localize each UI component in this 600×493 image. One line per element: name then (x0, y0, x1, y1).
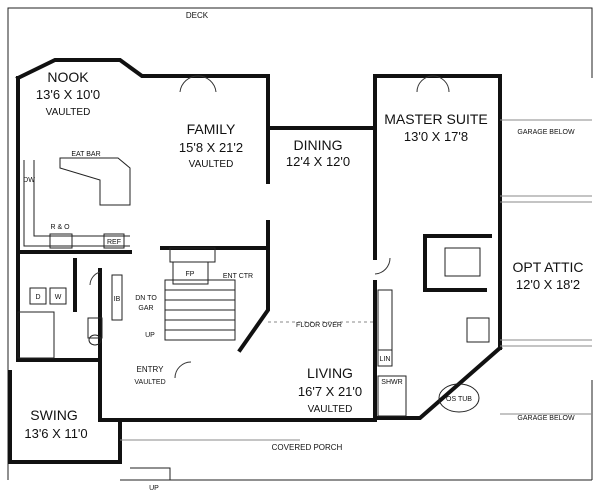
up-label-porch: UP (149, 485, 159, 492)
dining-size: 12'4 X 12'0 (286, 154, 350, 169)
porch-outline (120, 439, 592, 481)
garage-below-top: GARAGE BELOW (517, 129, 575, 136)
dining-name: DINING (294, 137, 343, 153)
shwr-label: SHWR (381, 379, 402, 386)
garage-lines (500, 119, 592, 415)
os-tub-label: OS TUB (446, 396, 472, 403)
doors (89, 75, 450, 379)
ref-label: REF (107, 239, 121, 246)
entry-name: ENTRY (137, 365, 165, 374)
laundry-bath (17, 274, 123, 359)
deck-outline (7, 7, 593, 480)
living-name: LIVING (307, 365, 353, 381)
kitchen-counters (23, 157, 131, 249)
swing-size: 13'6 X 11'0 (24, 426, 87, 441)
deck-label: DECK (186, 11, 209, 20)
washer-label: W (55, 294, 62, 301)
lin-label: LIN (380, 356, 391, 363)
exterior-walls (8, 58, 503, 464)
nook-name: NOOK (47, 69, 89, 85)
dn-to-label: DN TO (135, 295, 157, 302)
garage-below-bottom: GARAGE BELOW (517, 415, 575, 422)
living-note: VAULTED (308, 404, 353, 415)
dw-label: DW (23, 177, 35, 184)
eat-bar-label: EAT BAR (71, 151, 100, 158)
up-label-stair: UP (145, 332, 155, 339)
ent-ctr-label: ENT CTR (223, 273, 253, 280)
floor-over-label: FLOOR OVER (296, 322, 342, 329)
dryer-label: D (35, 294, 40, 301)
nook-note: VAULTED (46, 107, 91, 118)
range-oven-label: R & O (50, 224, 70, 231)
interior-walls (16, 220, 492, 420)
family-name: FAMILY (187, 121, 236, 137)
entry-note: VAULTED (134, 379, 165, 386)
nook-size: 13'6 X 10'0 (36, 87, 100, 102)
family-note: VAULTED (189, 159, 234, 170)
master-name: MASTER SUITE (384, 111, 487, 127)
living-size: 16'7 X 21'0 (298, 384, 362, 399)
master-size: 13'0 X 17'8 (404, 129, 468, 144)
attic-size: 12'0 X 18'2 (516, 277, 580, 292)
master-bath (377, 247, 490, 417)
stair (164, 247, 236, 341)
gar-label: GAR (138, 305, 153, 312)
swing-name: SWING (30, 407, 77, 423)
covered-porch-label: COVERED PORCH (272, 443, 343, 452)
ib-label: IB (114, 296, 121, 303)
attic-name: OPT ATTIC (512, 259, 583, 275)
family-size: 15'8 X 21'2 (179, 140, 243, 155)
fp-label: FP (186, 271, 195, 278)
